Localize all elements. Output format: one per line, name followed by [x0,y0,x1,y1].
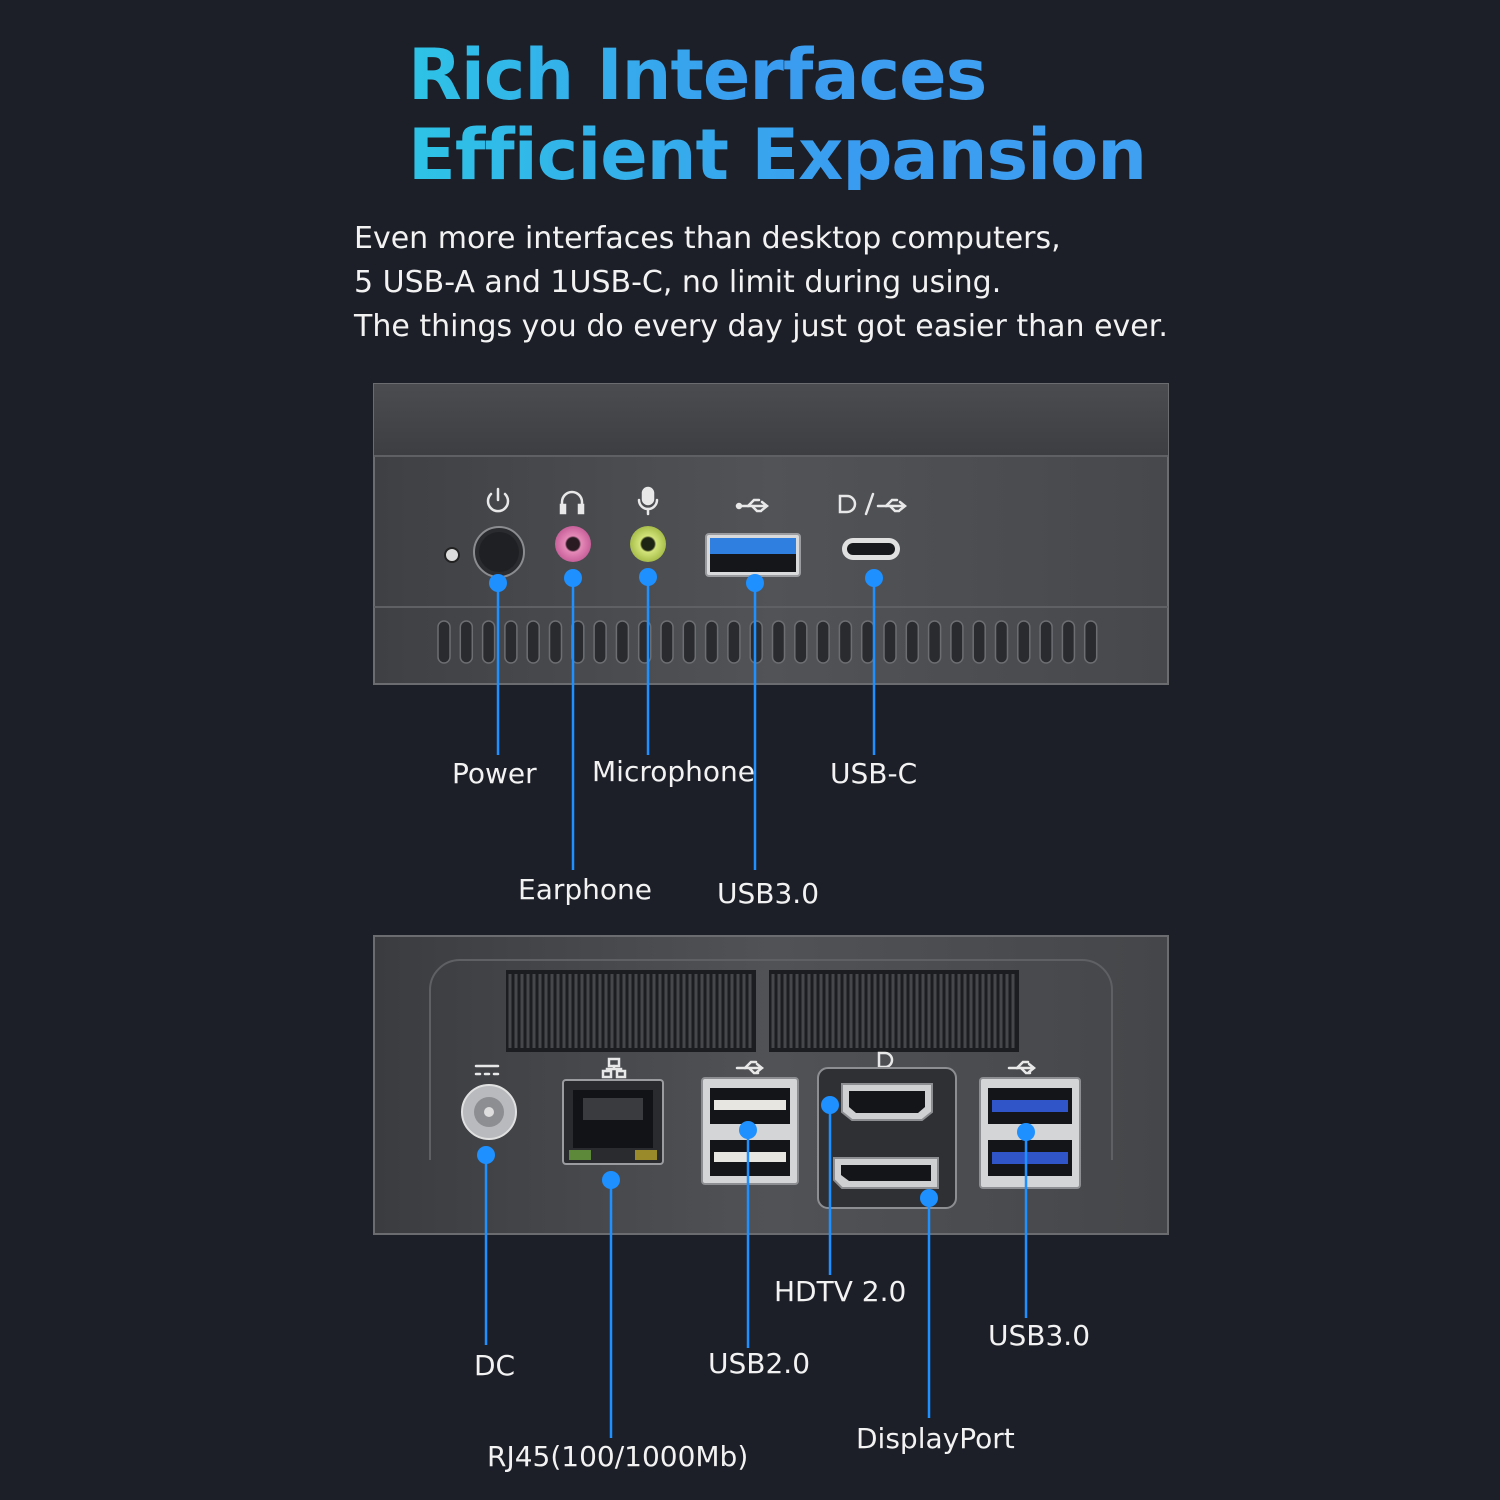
usb-icon-rear-right [1007,1060,1037,1075]
headline-line-1: Rich Interfaces [408,34,987,116]
usb3-port-front [705,533,801,577]
callout-usb2 [739,1121,757,1348]
callout-hdtv [821,1096,839,1275]
callout-displayport [920,1189,938,1418]
dc-icon [474,1064,500,1076]
displayport-usb-icon [838,492,908,516]
callout-dc [477,1146,495,1345]
power-led [444,547,460,563]
label-usb3-rear: USB3.0 [988,1319,1091,1352]
callout-rj45 [602,1171,620,1438]
label-power: Power [452,757,537,790]
label-displayport: DisplayPort [856,1422,1015,1455]
rear-vent-grille [508,974,1015,1048]
label-usbc: USB-C [830,757,918,790]
power-icon [486,487,510,513]
power-button [473,526,525,578]
label-microphone: Microphone [592,755,755,788]
label-dc: DC [474,1349,516,1382]
label-usb2: USB2.0 [708,1347,811,1380]
microphone-jack [630,526,666,562]
label-usb3-front: USB3.0 [717,877,820,910]
headphone-icon [559,490,585,515]
label-rj45: RJ45(100/1000Mb) [487,1440,749,1473]
callout-usb3-front [746,574,764,870]
label-hdtv: HDTV 2.0 [774,1275,907,1308]
hdmi-port [841,1083,933,1121]
description-line-1: Even more interfaces than desktop comput… [354,221,1061,256]
description-line-2: 5 USB-A and 1USB-C, no limit during usin… [354,265,1002,300]
callout-power [489,574,507,755]
callout-usb3-rear [1017,1123,1035,1318]
description-line-3: The things you do every day just got eas… [354,309,1168,344]
front-vent-slots [437,620,1098,664]
headline-line-2: Efficient Expansion [408,114,1147,196]
callout-microphone [639,568,657,755]
rj45-port [562,1079,664,1165]
displayport-port [833,1157,939,1189]
usb-icon-front [735,498,770,513]
callout-usbc [865,569,883,755]
usbc-port [842,538,900,560]
dc-jack [461,1084,517,1140]
microphone-icon [637,486,659,516]
label-earphone: Earphone [518,873,652,906]
usb-icon-rear-left [735,1060,765,1075]
callout-earphone [564,569,582,870]
network-icon [601,1057,627,1079]
earphone-jack [555,526,591,562]
